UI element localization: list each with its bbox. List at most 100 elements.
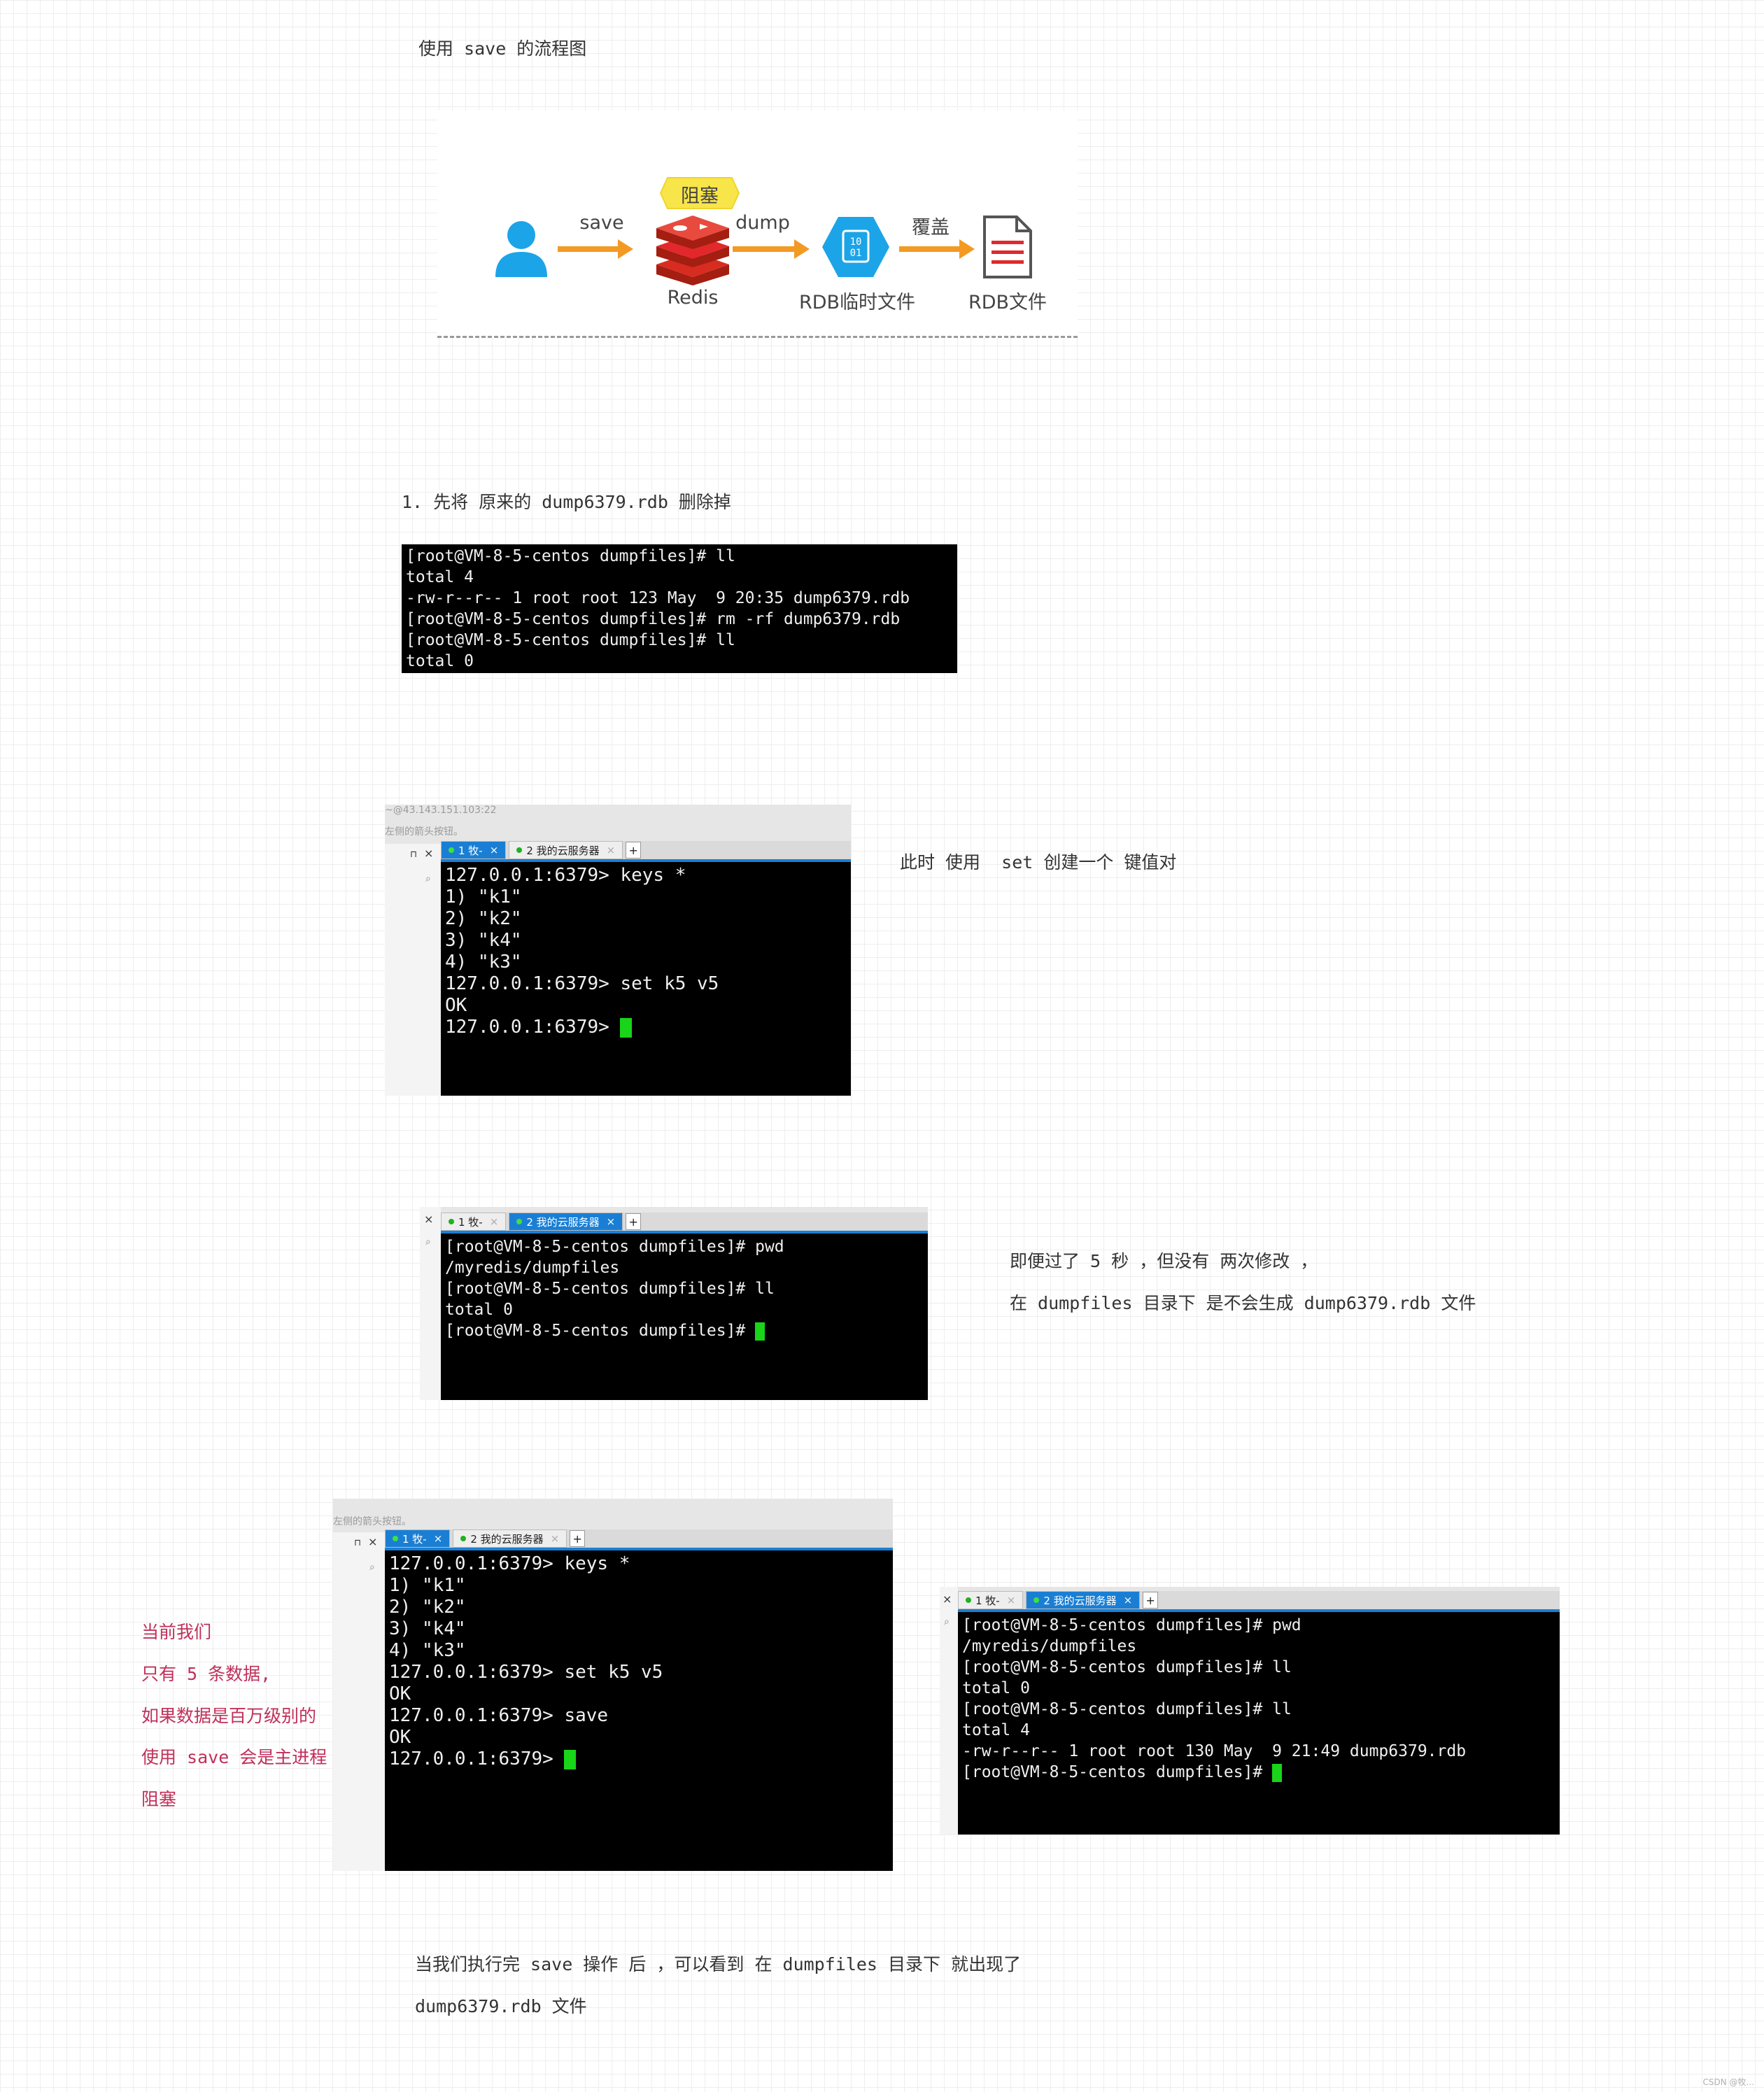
step3-note-line1: 即便过了 5 秒 ，但没有 两次修改 ， bbox=[1010, 1251, 1318, 1271]
terminal-window-frame: ~@43.143.151.103:22 左侧的箭头按钮。 ⊓ × ⌕ 1 牧- ×… bbox=[385, 805, 851, 1096]
terminal-line: 127.0.0.1:6379> set k5 v5 bbox=[389, 1662, 663, 1683]
flow-caption: 使用 save 的流程图 bbox=[418, 38, 587, 59]
status-dot-icon bbox=[516, 847, 523, 853]
cursor bbox=[1272, 1763, 1283, 1782]
side-panel: ⊓ × ⌕ bbox=[385, 844, 441, 1096]
terminal-line: OK bbox=[389, 1727, 411, 1748]
terminal-line: /myredis/dumpfiles bbox=[962, 1637, 1137, 1655]
status-dot-icon bbox=[449, 1219, 454, 1224]
terminal-delete-dump: [root@VM-8-5-centos dumpfiles]# ll total… bbox=[402, 544, 957, 673]
conclusion-line2: dump6379.rdb 文件 bbox=[415, 1996, 587, 2016]
cursor bbox=[564, 1749, 577, 1769]
search-icon[interactable]: ⌕ bbox=[369, 1562, 375, 1573]
close-icon[interactable]: × bbox=[424, 847, 434, 860]
new-tab-button[interactable]: + bbox=[626, 842, 642, 858]
terminal-prompt-line[interactable]: 127.0.0.1:6379> bbox=[389, 1748, 889, 1770]
redis-icon bbox=[656, 215, 729, 285]
tab-session-1[interactable]: 1 牧-× bbox=[385, 1529, 451, 1548]
terminal-line: 127.0.0.1:6379> keys * bbox=[445, 865, 686, 886]
status-dot-icon bbox=[966, 1597, 971, 1603]
new-tab-button[interactable]: + bbox=[1143, 1592, 1159, 1609]
watermark: CSDN @牧... bbox=[1702, 2077, 1754, 2087]
arrow-head-icon bbox=[959, 239, 975, 259]
terminal-line: 3) "k4" bbox=[445, 930, 522, 951]
tab-session-1[interactable]: 1 牧-× bbox=[441, 1213, 507, 1231]
conclusion-line1: 当我们执行完 save 操作 后 ，可以看到 在 dumpfiles 目录下 就… bbox=[415, 1954, 1022, 1974]
rdb-temp-file-icon: 10 01 bbox=[822, 217, 889, 277]
terminal-line: total 0 bbox=[406, 652, 474, 670]
terminal-line: total 0 bbox=[962, 1679, 1030, 1697]
tab-session-2[interactable]: 2 我的云服务器 × bbox=[509, 841, 623, 859]
close-icon[interactable]: × bbox=[489, 1215, 499, 1228]
pin-icon[interactable]: ⊓ bbox=[354, 1538, 362, 1548]
terminal-line: [root@VM-8-5-centos dumpfiles]# pwd bbox=[445, 1238, 784, 1256]
terminal-prompt-line[interactable]: [root@VM-8-5-centos dumpfiles]# bbox=[445, 1320, 924, 1341]
terminal-line: [root@VM-8-5-centos dumpfiles]# ll bbox=[962, 1658, 1292, 1676]
step3-note-line2: 在 dumpfiles 目录下 是不会生成 dump6379.rdb 文件 bbox=[1010, 1293, 1476, 1313]
side-note-line: 只有 5 条数据, bbox=[141, 1664, 271, 1684]
session-tabbar: 1 牧- × 2 我的云服务器 × + bbox=[441, 841, 851, 859]
status-dot-icon bbox=[393, 1536, 398, 1541]
terminal-line: 4) "k3" bbox=[445, 952, 522, 973]
terminal-prompt-line[interactable]: [root@VM-8-5-centos dumpfiles]# bbox=[962, 1762, 1555, 1783]
overwrite-arrow-label: 覆盖 bbox=[912, 217, 950, 239]
arrow-head-icon bbox=[618, 239, 633, 259]
save-arrow-label: save bbox=[579, 212, 624, 234]
close-icon[interactable]: × bbox=[368, 1535, 378, 1548]
close-icon[interactable]: × bbox=[433, 1532, 443, 1545]
search-icon[interactable]: ⌕ bbox=[425, 1236, 431, 1248]
terminal-line: 3) "k4" bbox=[389, 1618, 466, 1639]
close-icon[interactable]: × bbox=[606, 1215, 616, 1228]
tab-label: 2 我的云服务器 bbox=[526, 1215, 600, 1229]
session-tabbar: 1 牧-× 2 我的云服务器 × + bbox=[385, 1529, 893, 1548]
status-dot-icon bbox=[516, 1219, 523, 1224]
new-tab-button[interactable]: + bbox=[626, 1213, 642, 1230]
close-icon[interactable]: × bbox=[1006, 1594, 1016, 1606]
session-tabbar: 1 牧-× 2 我的云服务器× + bbox=[958, 1591, 1560, 1609]
terminal-line: [root@VM-8-5-centos dumpfiles]# ll bbox=[445, 1280, 775, 1298]
close-icon[interactable]: × bbox=[424, 1213, 434, 1226]
terminal-line: [root@VM-8-5-centos dumpfiles]# ll bbox=[406, 547, 735, 565]
close-icon[interactable]: × bbox=[1123, 1594, 1133, 1606]
terminal-line: total 0 bbox=[445, 1301, 513, 1319]
user-icon bbox=[495, 221, 547, 277]
search-icon[interactable]: ⌕ bbox=[944, 1616, 950, 1627]
close-icon[interactable]: × bbox=[550, 1532, 560, 1545]
side-panel: × ⌕ bbox=[420, 1207, 441, 1400]
hint-text: 左侧的箭头按钮。 bbox=[385, 826, 463, 837]
step2-note: 此时 使用 set 创建一个 键值对 bbox=[900, 852, 1177, 872]
terminal-line: 4) "k3" bbox=[389, 1640, 466, 1661]
tab-label: 1 牧- bbox=[458, 844, 483, 857]
tab-label: 2 我的云服务器 bbox=[470, 1532, 544, 1546]
side-note-line: 如果数据是百万级别的 bbox=[141, 1706, 317, 1726]
tab-underline bbox=[385, 1548, 893, 1550]
arrow-head-icon bbox=[794, 239, 810, 259]
tab-session-2[interactable]: 2 我的云服务器 × bbox=[453, 1529, 567, 1548]
terminal-line: 127.0.0.1:6379> set k5 v5 bbox=[445, 973, 719, 994]
terminal-line: [root@VM-8-5-centos dumpfiles]# pwd bbox=[962, 1616, 1301, 1634]
terminal-window-frame: 左侧的箭头按钮。 ⊓ × ⌕ 1 牧-× 2 我的云服务器× + 127.0.0… bbox=[333, 1499, 893, 1871]
terminal-prompt-line[interactable]: 127.0.0.1:6379> bbox=[445, 1017, 847, 1038]
window-host-label: ~@43.143.151.103:22 bbox=[385, 805, 497, 816]
tab-session-2[interactable]: 2 我的云服务器× bbox=[1026, 1591, 1141, 1609]
terminal-line: total 4 bbox=[962, 1721, 1030, 1739]
terminal-line: [root@VM-8-5-centos dumpfiles]# ll bbox=[406, 631, 735, 649]
tab-label: 2 我的云服务器 bbox=[526, 844, 600, 857]
tab-session-1[interactable]: 1 牧-× bbox=[958, 1591, 1024, 1609]
rdb-temp-file-label: RDB临时文件 bbox=[798, 292, 916, 313]
tab-session-2[interactable]: 2 我的云服务器 × bbox=[509, 1213, 623, 1231]
terminal-redis-cli-save: 127.0.0.1:6379> keys * 1) "k1" 2) "k2" 3… bbox=[385, 1550, 893, 1871]
terminal-line: -rw-r--r-- 1 root root 130 May 9 21:49 d… bbox=[962, 1742, 1467, 1760]
side-panel: × ⌕ bbox=[940, 1587, 958, 1835]
search-icon[interactable]: ⌕ bbox=[425, 873, 431, 884]
pin-icon[interactable]: ⊓ bbox=[410, 849, 418, 860]
close-icon[interactable]: × bbox=[606, 844, 616, 856]
new-tab-button[interactable]: + bbox=[570, 1530, 586, 1547]
close-icon[interactable]: × bbox=[489, 844, 499, 856]
rdb-file-label: RDB文件 bbox=[968, 292, 1047, 313]
tab-session-1[interactable]: 1 牧- × bbox=[441, 841, 507, 859]
terminal-redis-cli-set: 127.0.0.1:6379> keys * 1) "k1" 2) "k2" 3… bbox=[441, 862, 851, 1096]
close-icon[interactable]: × bbox=[943, 1592, 952, 1606]
side-note-line: 使用 save 会是主进程 bbox=[141, 1747, 327, 1767]
prompt-text: [root@VM-8-5-centos dumpfiles]# bbox=[962, 1763, 1273, 1781]
